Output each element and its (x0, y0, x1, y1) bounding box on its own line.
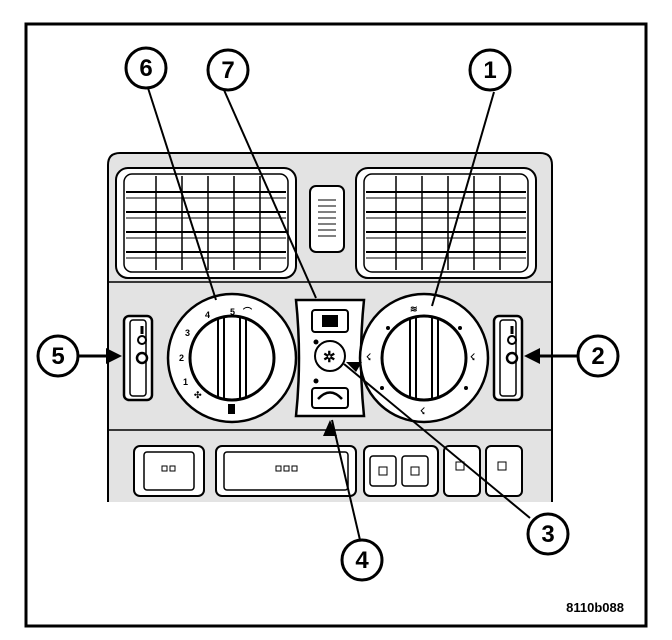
switch-right-1[interactable] (443, 445, 481, 497)
switch-right-2[interactable] (485, 445, 523, 497)
callout-5: 5 (36, 334, 80, 378)
floor-mode-icon: ☇ (470, 352, 475, 362)
right-air-outlet (355, 167, 537, 279)
defrost-mode-icon: ≋ (410, 304, 418, 314)
max-defrost-icon: ⌒ (242, 306, 253, 317)
mode-control-knob[interactable]: ≋ ☇ ☇ ☇ (358, 292, 490, 424)
callout-3: 3 (526, 512, 570, 556)
rear-defrost-icon (322, 315, 338, 327)
fan-speed-2: 2 (179, 353, 184, 363)
left-air-outlet (115, 167, 297, 279)
callout-6-label: 6 (139, 55, 152, 82)
panel-mode-icon: ☇ (366, 352, 371, 362)
fan-speed-5: 5 (230, 307, 235, 317)
ac-indicator (313, 339, 319, 345)
recirculation-button[interactable] (311, 387, 349, 409)
center-switch-panel: ✲ (294, 298, 366, 418)
callout-7-label: 7 (221, 57, 234, 84)
fan-speed-1: 1 (183, 377, 188, 387)
recirculation-indicator (313, 378, 319, 384)
callout-3-label: 3 (541, 521, 554, 548)
ac-button[interactable] (314, 340, 346, 372)
bilevel-mode-icon: ☇ (420, 406, 425, 416)
callout-6: 6 (124, 46, 168, 90)
blower-control-knob[interactable]: 1 2 3 4 5 ✣ ⌒ (166, 292, 298, 424)
callout-5-label: 5 (51, 343, 64, 370)
callout-2: 2 (576, 334, 620, 378)
leader-lines (147, 87, 531, 541)
snowflake-icon: ✲ (323, 349, 336, 366)
right-side-outlet-control[interactable] (492, 314, 524, 402)
lower-switch-bank (133, 445, 523, 497)
callout-7: 7 (206, 48, 250, 92)
callout-arrows (76, 348, 580, 436)
fan-icon: ✣ (194, 390, 202, 400)
left-side-outlet-control[interactable] (122, 314, 154, 402)
callout-1-label: 1 (483, 57, 496, 84)
fan-speed-3: 3 (185, 328, 190, 338)
fan-speed-4: 4 (205, 310, 210, 320)
callout-2-label: 2 (591, 343, 604, 370)
callout-4-label: 4 (355, 547, 369, 574)
callout-4: 4 (340, 538, 384, 582)
callout-1: 1 (468, 48, 512, 92)
recirculation-icon (317, 391, 343, 400)
center-insert (309, 185, 345, 253)
figure-reference-code: 8110b088 (566, 600, 624, 615)
